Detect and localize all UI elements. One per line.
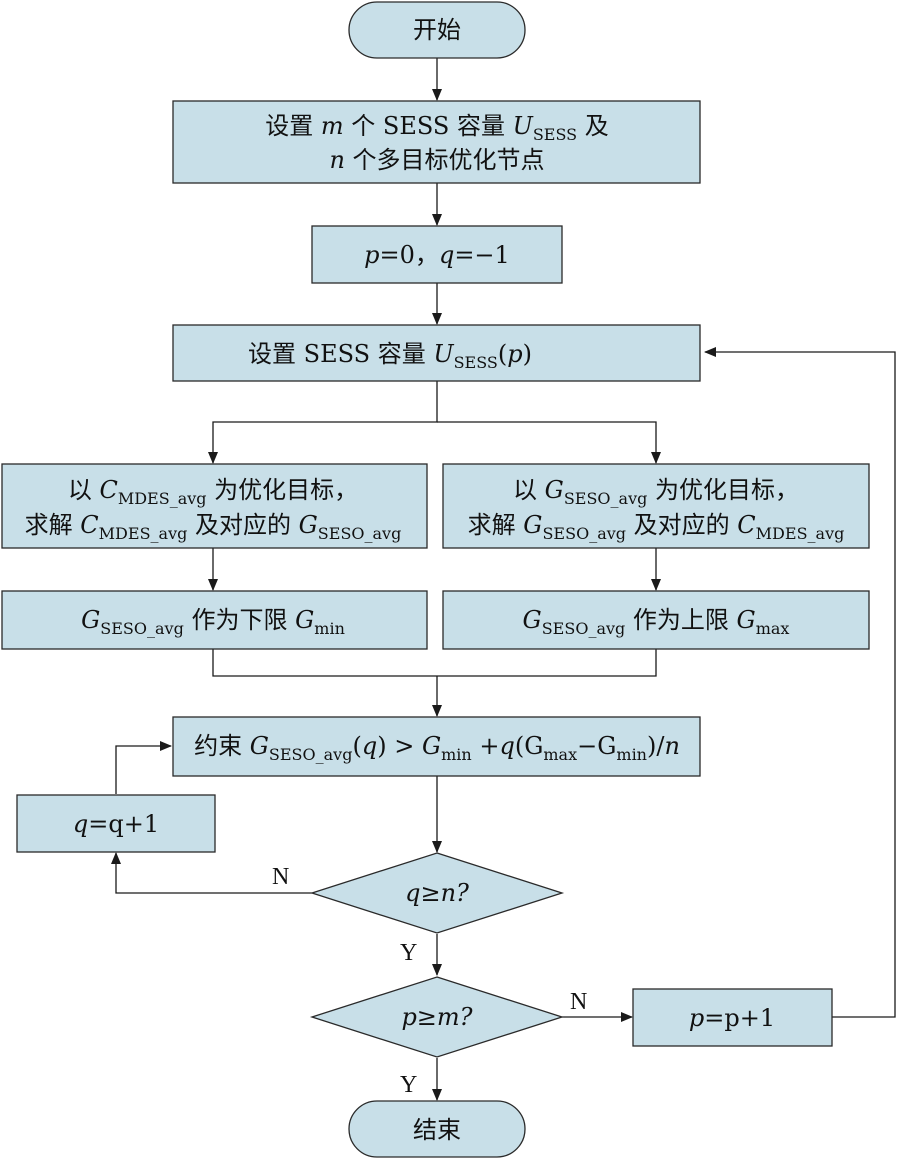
decision-p-node: p≥m? [309, 976, 565, 1058]
edge-merge [212, 649, 657, 677]
decision-q-node: q≥n? [309, 852, 565, 934]
init-line-2: n 个多目标优化节点 [329, 146, 544, 174]
edge-setcap-split [208, 381, 438, 464]
label-condq-yes: Y [400, 940, 417, 966]
label-condq-no: N [272, 864, 289, 890]
left-objective-line-2: 求解 CMDES_avg 及对应的 GSESO_avg [25, 511, 402, 543]
p-increment-label: p=p+1 [689, 1004, 775, 1032]
decision-p-label: p≥m? [401, 1003, 472, 1031]
right-objective-line-1: 以 GSESO_avg 为优化目标， [513, 476, 799, 508]
q-increment-node: q=q+1 [16, 794, 216, 853]
init-line-1: 设置 m 个 SESS 容量 USESS 及 [265, 112, 609, 144]
lower-bound-node: GSESO_avg 作为下限 Gmin [1, 590, 428, 650]
edges [111, 58, 896, 1101]
label-condp-yes: Y [400, 1072, 417, 1098]
right-objective-node: 以 GSESO_avg 为优化目标， 求解 GSESO_avg 及对应的 CMD… [442, 463, 870, 549]
edge-condq-no [111, 852, 312, 894]
decision-q-label: q≥n? [405, 879, 469, 907]
right-objective-line-2: 求解 GSESO_avg 及对应的 CMDES_avg [468, 511, 845, 543]
start-label: 开始 [413, 16, 461, 44]
left-objective-node: 以 CMDES_avg 为优化目标， 求解 CMDES_avg 及对应的 GSE… [1, 463, 428, 549]
end-label: 结束 [413, 1116, 461, 1144]
label-condp-no: N [570, 989, 587, 1015]
end-node: 结束 [348, 1100, 526, 1158]
p-increment-node: p=p+1 [632, 988, 833, 1047]
start-node: 开始 [348, 1, 526, 59]
set-capacity-node: 设置 SESS 容量 USESS(p) [172, 324, 701, 382]
set-capacity-label: 设置 SESS 容量 USESS(p) [248, 340, 532, 372]
edge-pinc-loop [704, 347, 896, 1018]
edge-qinc-to-constraint [115, 741, 172, 794]
upper-bound-label: GSESO_avg 作为上限 Gmax [523, 606, 790, 638]
init-node: 设置 m 个 SESS 容量 USESS 及 n 个多目标优化节点 [172, 100, 701, 184]
upper-bound-node: GSESO_avg 作为上限 Gmax [442, 590, 870, 650]
edge-setcap-split-right [437, 421, 661, 464]
lower-bound-label: GSESO_avg 作为下限 Gmin [81, 606, 345, 638]
q-increment-label: q=q+1 [73, 810, 159, 838]
constraint-label: 约束 GSESO_avg(q) > Gmin +q(Gmax−Gmin)/n [194, 732, 680, 764]
pq-init-node: p=0，q=−1 [311, 225, 563, 284]
pq-init-label: p=0，q=−1 [364, 241, 510, 269]
left-objective-line-1: 以 CMDES_avg 为优化目标， [68, 476, 358, 508]
constraint-node: 约束 GSESO_avg(q) > Gmin +q(Gmax−Gmin)/n [172, 716, 701, 777]
